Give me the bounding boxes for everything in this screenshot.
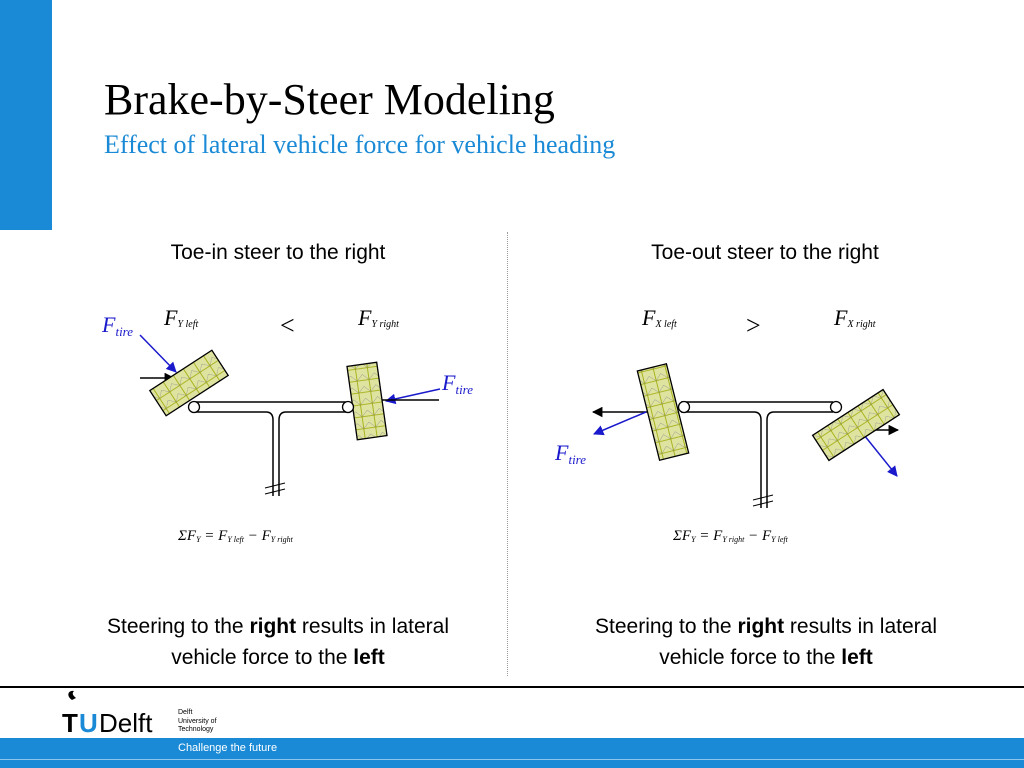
force-y-right-label: FY right	[357, 305, 399, 330]
tire-force-label-left: Ftire	[101, 312, 133, 339]
tire-left	[148, 349, 230, 417]
footer-tagline: Challenge the future	[178, 742, 278, 754]
sum-force-equation: ΣFY = FY left − FY right	[177, 528, 294, 544]
tu-delft-logo: T U Delft	[62, 690, 153, 736]
logo-letter-u: U	[79, 708, 98, 736]
joint-left	[677, 400, 691, 414]
tire-right	[811, 388, 901, 462]
sum-force-equation: ΣFY = FY right − FY left	[672, 528, 789, 544]
joint-left	[187, 400, 201, 414]
force-y-left-label: FY left	[163, 305, 199, 330]
flame-icon	[68, 690, 76, 700]
tire-force-arrow-left	[593, 411, 647, 436]
footer-band-line	[0, 759, 1024, 760]
right-panel-caption: Steering to the right results in lateral…	[595, 615, 937, 669]
toe-in-diagram: FY left < FY right Ftire Ftire ΣFY = FY …	[101, 305, 473, 544]
footer-band	[0, 738, 1024, 768]
accent-bar	[0, 0, 52, 230]
frame-break-marks	[752, 494, 774, 507]
left-panel-heading: Toe-in steer to the right	[170, 241, 386, 264]
tire-right	[346, 361, 388, 441]
vehicle-frame	[194, 401, 346, 496]
footer-divider	[0, 686, 1024, 688]
less-than-symbol: <	[280, 311, 295, 340]
tire-force-label: Ftire	[554, 440, 586, 467]
vehicle-frame	[681, 401, 833, 508]
tire-force-arrow-left	[139, 334, 177, 373]
right-panel-heading: Toe-out steer to the right	[651, 241, 879, 264]
force-x-left-label: FX left	[641, 305, 677, 330]
panel-divider	[507, 232, 508, 676]
logo-word-delft: Delft	[99, 708, 153, 736]
toe-out-diagram: FX left > FX right Ftire ΣFY = FY right …	[554, 305, 901, 544]
frame-break-marks	[264, 482, 286, 495]
logo-letter-t: T	[62, 708, 78, 736]
slide-subtitle: Effect of lateral vehicle force for vehi…	[104, 130, 616, 159]
greater-than-symbol: >	[746, 311, 761, 340]
left-panel-caption: Steering to the right results in lateral…	[107, 615, 449, 669]
joint-right	[829, 400, 843, 414]
slide-title: Brake-by-Steer Modeling	[104, 75, 555, 124]
tire-force-label-right: Ftire	[441, 370, 473, 397]
tire-force-arrow-right	[384, 388, 441, 405]
joint-right	[341, 400, 355, 414]
tire-force-arrow-right	[859, 429, 898, 477]
logo-university-name: Delft University of Technology	[178, 709, 217, 733]
force-x-right-label: FX right	[833, 305, 876, 330]
tire-left	[636, 362, 690, 462]
